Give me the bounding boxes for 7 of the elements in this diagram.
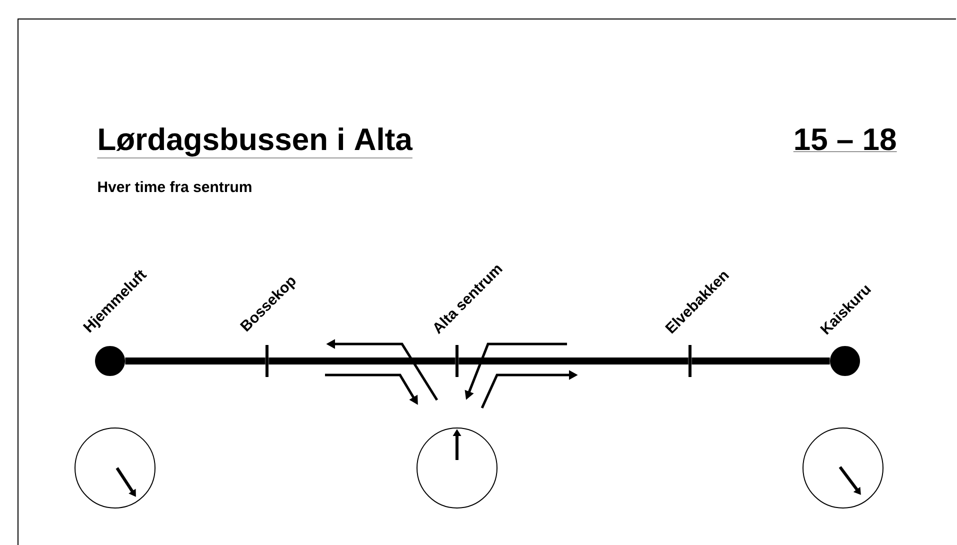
route-line [268, 358, 456, 364]
route-line [125, 358, 266, 364]
time-range: 15 – 18 [793, 128, 897, 152]
route-line [692, 358, 830, 364]
title: Lørdagsbussen i Alta [97, 128, 413, 158]
route-line [458, 358, 688, 364]
subtitle: Hver time fra sentrum [98, 181, 252, 192]
